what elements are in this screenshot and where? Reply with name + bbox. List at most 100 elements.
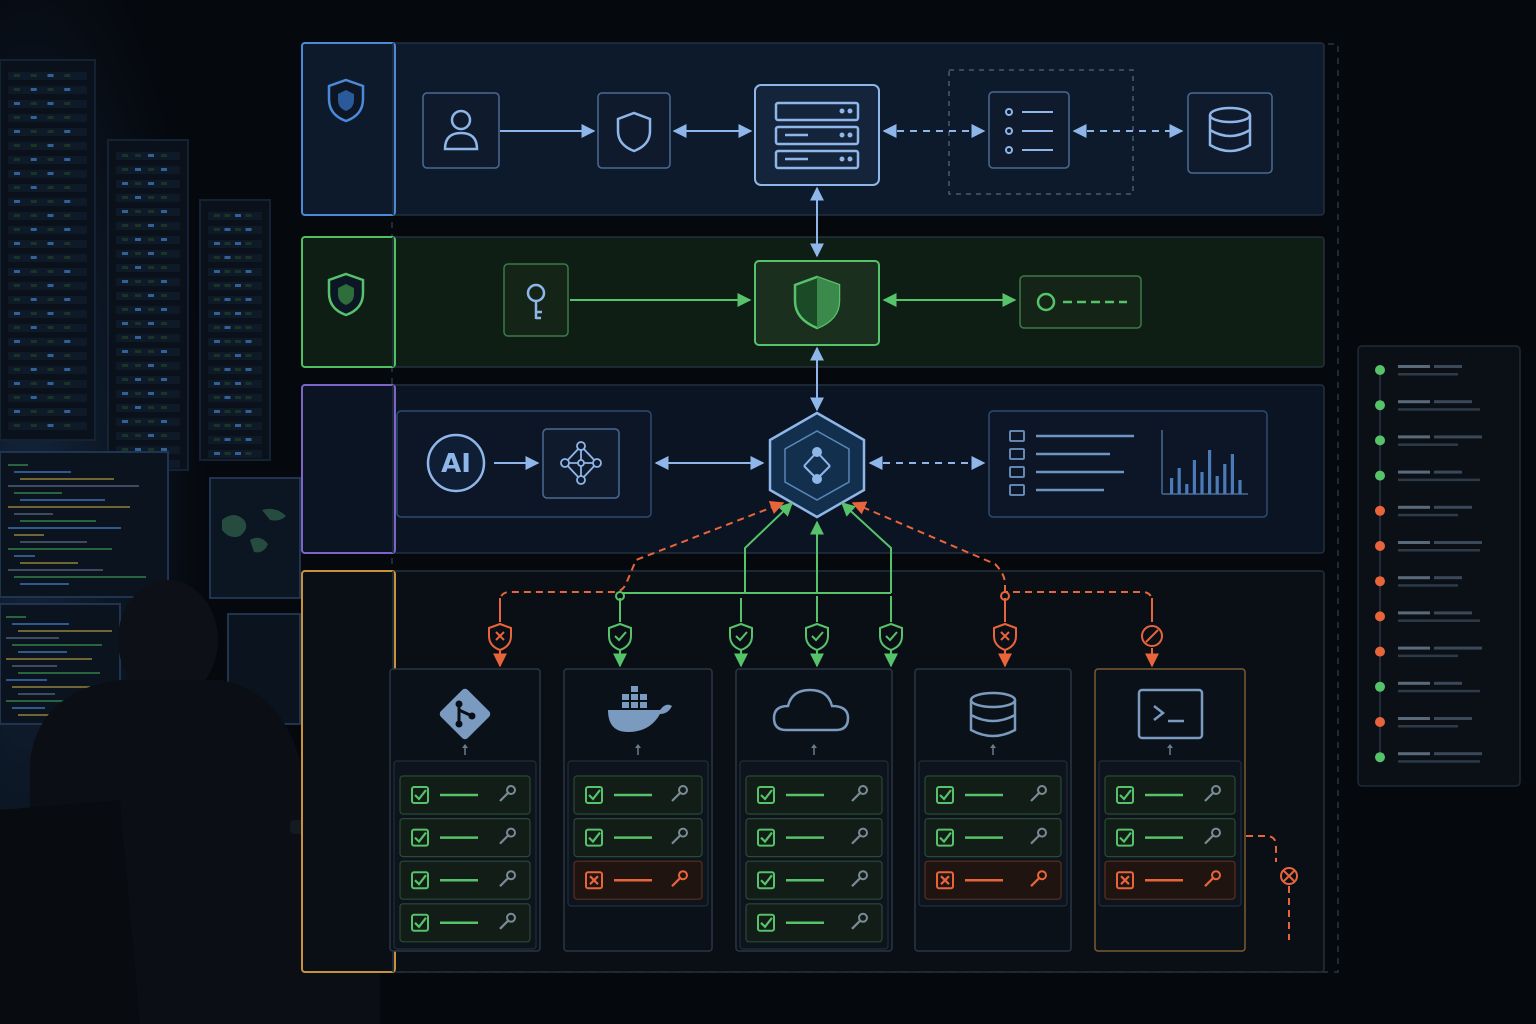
service-list-icon: [1005, 108, 1053, 154]
database-node[interactable]: [1187, 92, 1273, 174]
wrench-icon[interactable]: [851, 870, 868, 887]
event-log-entry: [1375, 505, 1472, 517]
event-log-entry: [1375, 646, 1482, 658]
database-icon: [969, 691, 1017, 738]
code-lines: [6, 616, 112, 716]
neural-network-node[interactable]: [542, 428, 620, 499]
server-rack: [0, 59, 96, 441]
checkbox-failed-icon: [585, 871, 603, 890]
check-row-fail[interactable]: [924, 860, 1062, 900]
wrench-icon[interactable]: [671, 827, 688, 845]
check-row-pass[interactable]: [745, 775, 883, 815]
check-row-fail[interactable]: [573, 860, 703, 900]
status-pass-dot: [1375, 752, 1385, 763]
access-shield-icon: [327, 78, 365, 123]
wrench-icon[interactable]: [499, 827, 516, 845]
cloud-icon: [772, 688, 850, 732]
pipeline-column: [914, 668, 1072, 952]
gate-pass-shield-icon: [729, 622, 753, 652]
token-node[interactable]: [1019, 275, 1142, 329]
event-log-entry: [1375, 470, 1480, 482]
status-pass-dot: [1375, 681, 1385, 692]
event-log-entry: [1375, 717, 1472, 728]
wrench-icon[interactable]: [1204, 785, 1221, 802]
wrench-icon[interactable]: [671, 870, 688, 887]
status-fail-dot: [1375, 611, 1385, 622]
wrench-icon[interactable]: [499, 912, 516, 930]
shield-node[interactable]: [597, 92, 671, 169]
check-row-pass[interactable]: [745, 903, 883, 943]
key-node[interactable]: [503, 263, 569, 337]
access-layer-nodes: [422, 69, 1273, 258]
bar-chart-bar: [1200, 472, 1204, 494]
status-pass-dot: [1375, 470, 1385, 481]
shield-icon: [616, 111, 652, 153]
wrench-icon[interactable]: [499, 785, 516, 802]
checkbox-checked-icon: [757, 828, 775, 847]
gate-fail-shield-icon: [488, 622, 512, 652]
check-row-pass[interactable]: [1104, 775, 1236, 815]
bar-chart-bar: [1238, 480, 1242, 494]
checkbox-checked-icon: [411, 828, 429, 847]
wrench-icon[interactable]: [1030, 870, 1047, 887]
wrench-icon[interactable]: [1204, 870, 1221, 887]
event-log-entry: [1375, 576, 1462, 587]
checkbox-failed-icon: [1116, 871, 1134, 890]
check-row-pass[interactable]: [924, 817, 1062, 858]
orchestration-layer-nodes: AI: [396, 410, 1268, 519]
event-log-entry: [1375, 435, 1482, 446]
bar-chart-bar: [1223, 464, 1227, 494]
wrench-icon[interactable]: [499, 870, 516, 887]
checkbox-checked-icon: [936, 828, 954, 847]
wrench-icon[interactable]: [851, 827, 868, 845]
checkbox-checked-icon: [936, 786, 954, 804]
security-layer-nodes: [503, 260, 1142, 412]
ai-node[interactable]: AI: [426, 433, 486, 493]
wrench-icon[interactable]: [1030, 827, 1047, 845]
bar-chart-icon: [1161, 430, 1248, 495]
event-log-entry: [1375, 681, 1480, 693]
service-list-node[interactable]: [988, 91, 1070, 169]
event-log-entry: [1375, 611, 1480, 622]
dashboard-node[interactable]: [988, 410, 1268, 518]
dashboard-list-icon: [1009, 430, 1134, 496]
status-pass-dot: [1375, 400, 1385, 411]
pipeline-routing: [488, 501, 1163, 668]
check-row-pass[interactable]: [573, 775, 703, 815]
wrench-icon[interactable]: [851, 912, 868, 930]
check-row-pass[interactable]: [745, 817, 883, 858]
status-fail-dot: [1375, 576, 1385, 587]
gate-pass-shield-icon: [805, 622, 829, 652]
pipeline-column: [389, 668, 541, 952]
check-row-pass[interactable]: [1104, 817, 1236, 858]
check-row-pass[interactable]: [399, 817, 531, 858]
check-row-pass[interactable]: [399, 860, 531, 900]
wrench-icon[interactable]: [1204, 827, 1221, 845]
gate-blocked-icon: [1141, 625, 1163, 647]
security-shield-node[interactable]: [754, 260, 880, 346]
bar-chart-bar: [1230, 454, 1234, 494]
event-log-entry: [1375, 365, 1462, 376]
ai-icon: [426, 433, 486, 493]
check-row-pass[interactable]: [399, 775, 531, 815]
git-icon: [439, 688, 491, 740]
checkbox-checked-icon: [585, 786, 603, 804]
check-row-pass[interactable]: [573, 817, 703, 858]
checkbox-checked-icon: [411, 871, 429, 890]
server-node[interactable]: [754, 84, 880, 186]
check-row-pass[interactable]: [924, 775, 1062, 815]
wrench-icon[interactable]: [671, 785, 688, 802]
wrench-icon[interactable]: [851, 785, 868, 802]
check-row-pass[interactable]: [399, 903, 531, 943]
security-shield-badge-icon: [327, 272, 365, 317]
checkbox-checked-icon: [1116, 828, 1134, 847]
event-log-entry: [1375, 541, 1482, 552]
status-fail-dot: [1375, 505, 1385, 516]
check-row-fail[interactable]: [1104, 860, 1236, 900]
wrench-icon[interactable]: [1030, 785, 1047, 802]
user-node[interactable]: [422, 92, 500, 169]
orchestrator-hub[interactable]: [768, 411, 866, 519]
token-toggle-icon: [1036, 292, 1127, 312]
checkbox-checked-icon: [757, 871, 775, 890]
check-row-pass[interactable]: [745, 860, 883, 900]
